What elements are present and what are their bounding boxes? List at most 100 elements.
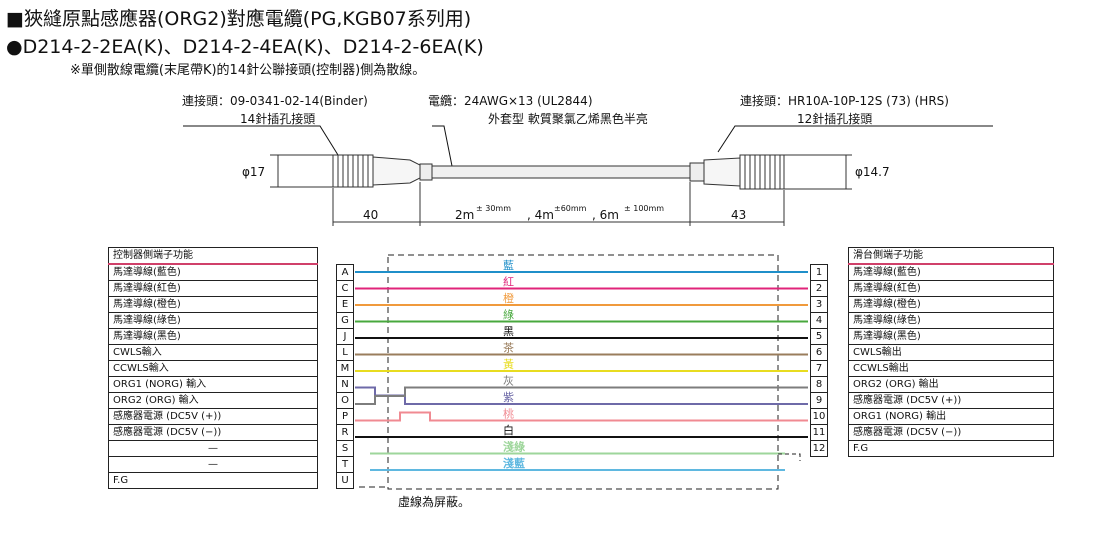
pin-label: R bbox=[336, 424, 354, 441]
dim-len-2m: 2m bbox=[455, 208, 475, 222]
leader-right bbox=[717, 125, 993, 153]
wire-color-label: 黃 bbox=[503, 358, 514, 371]
right-row: 馬達導線(橙色) bbox=[848, 296, 1054, 313]
right-table-header: 滑台側端子功能 bbox=[848, 247, 1054, 265]
wire-color-label: 白 bbox=[503, 423, 514, 437]
right-row: 感應器電源 (DC5V (+)) bbox=[848, 392, 1054, 409]
left-row: — bbox=[108, 440, 318, 457]
pin-label: E bbox=[336, 296, 354, 313]
pin-label: L bbox=[336, 344, 354, 361]
left-row: 馬達導線(橙色) bbox=[108, 296, 318, 313]
wire-color-label: 淺藍 bbox=[503, 456, 525, 470]
pin-label: 12 bbox=[810, 440, 828, 457]
right-pin-table: 1 2 3 4 5 6 7 8 9 10 11 12 bbox=[810, 264, 828, 457]
wire-color-label: 綠 bbox=[503, 309, 514, 322]
dim-tol-6m: ± 100mm bbox=[624, 204, 665, 213]
pin-label: J bbox=[336, 328, 354, 345]
pin-label: 2 bbox=[810, 280, 828, 297]
pin-label: O bbox=[336, 392, 354, 409]
left-row: 馬達導線(藍色) bbox=[108, 263, 318, 281]
right-row: 感應器電源 (DC5V (−)) bbox=[848, 424, 1054, 441]
connector-left-label: 連接頭：09-0341-02-14(Binder) bbox=[182, 94, 368, 108]
right-row: 馬達導線(黑色) bbox=[848, 328, 1054, 345]
wire-7 bbox=[355, 386, 808, 405]
pin-label: 5 bbox=[810, 328, 828, 345]
dim-tol-4m: ±60mm bbox=[554, 204, 587, 213]
left-row: 馬達導線(綠色) bbox=[108, 312, 318, 329]
wire-color-label: 紫 bbox=[503, 391, 514, 404]
pin-label: 7 bbox=[810, 360, 828, 377]
right-row: ORG2 (ORG) 輸出 bbox=[848, 376, 1054, 393]
pin-label: 6 bbox=[810, 344, 828, 361]
pin-label: U bbox=[336, 472, 354, 489]
pin-label: 1 bbox=[810, 264, 828, 281]
pin-label: P bbox=[336, 408, 354, 425]
wire-8 bbox=[355, 386, 808, 405]
left-row: CWLS輸入 bbox=[108, 344, 318, 361]
left-row: ORG1 (NORG) 輸入 bbox=[108, 376, 318, 393]
right-row: CWLS輸出 bbox=[848, 344, 1054, 361]
right-row: 馬達導線(藍色) bbox=[848, 263, 1054, 281]
left-row: — bbox=[108, 456, 318, 473]
wire-color-label: 橙 bbox=[503, 291, 514, 305]
left-row: 感應器電源 (DC5V (−)) bbox=[108, 424, 318, 441]
pin-label: M bbox=[336, 360, 354, 377]
right-connector-icon bbox=[689, 154, 785, 190]
pin-label: 3 bbox=[810, 296, 828, 313]
left-table-header: 控制器側端子功能 bbox=[108, 247, 318, 265]
cable-label: 電纜：24AWG×13 (UL2844) bbox=[428, 94, 593, 108]
right-row: CCWLS輸出 bbox=[848, 360, 1054, 377]
wire-color-label: 淺綠 bbox=[503, 440, 526, 454]
left-function-table: 控制器側端子功能 馬達導線(藍色) 馬達導線(紅色) 馬達導線(橙色) 馬達導線… bbox=[108, 247, 318, 489]
left-pin-table: A C E G J L M N O P R S T U bbox=[336, 264, 354, 489]
dim-len-4m: , 4m bbox=[527, 208, 554, 222]
dim-tol-2m: ± 30mm bbox=[476, 204, 512, 213]
leader-cable bbox=[432, 125, 453, 167]
dim-phi-left: φ17 bbox=[242, 165, 266, 179]
left-row: F.G bbox=[108, 472, 318, 489]
left-row: 馬達導線(黑色) bbox=[108, 328, 318, 345]
right-row: ORG1 (NORG) 輸出 bbox=[848, 408, 1054, 425]
pin-label: 4 bbox=[810, 312, 828, 329]
left-row: CCWLS輸入 bbox=[108, 360, 318, 377]
right-row: F.G bbox=[848, 440, 1054, 457]
left-row: ORG2 (ORG) 輸入 bbox=[108, 392, 318, 409]
left-connector-icon bbox=[332, 154, 433, 188]
connector-right-label: 連接頭：HR10A-10P-12S (73) (HRS) bbox=[740, 94, 949, 108]
wire-color-label: 桃 bbox=[503, 407, 514, 421]
pin-label: 11 bbox=[810, 424, 828, 441]
shield-note: 虛線為屏蔽。 bbox=[398, 495, 471, 509]
wire-color-label: 紅 bbox=[503, 276, 514, 289]
pin-label: 9 bbox=[810, 392, 828, 409]
dim-len-left: 40 bbox=[363, 208, 379, 222]
pin-label: A bbox=[336, 264, 354, 281]
pin-label: 10 bbox=[810, 408, 828, 425]
pin-label: C bbox=[336, 280, 354, 297]
pin-label: G bbox=[336, 312, 354, 329]
cable-body bbox=[431, 165, 691, 179]
pin-label: 8 bbox=[810, 376, 828, 393]
wire-color-label: 茶 bbox=[503, 342, 514, 355]
pin-label: T bbox=[336, 456, 354, 473]
connector-left-sub: 14針插孔接頭 bbox=[240, 112, 316, 126]
wire-9 bbox=[355, 411, 808, 422]
page-title: ■狹縫原點感應器(ORG2)對應電纜(PG,KGB07系列用) bbox=[6, 8, 472, 30]
left-row: 感應器電源 (DC5V (+)) bbox=[108, 408, 318, 425]
connector-right-sub: 12針插孔接頭 bbox=[797, 112, 873, 126]
model-list: ●D214-2-2EA(K)、D214-2-4EA(K)、D214-2-6EA(… bbox=[6, 36, 484, 58]
leader-left bbox=[183, 125, 339, 156]
pin-label: S bbox=[336, 440, 354, 457]
wire-color-label: 藍 bbox=[503, 259, 514, 272]
note-text: ※單側散線電纜(末尾帶K)的14針公聯接頭(控制器)側為散線。 bbox=[70, 63, 426, 78]
right-row: 馬達導線(紅色) bbox=[848, 280, 1054, 297]
right-function-table: 滑台側端子功能 馬達導線(藍色) 馬達導線(紅色) 馬達導線(橙色) 馬達導線(… bbox=[848, 247, 1054, 457]
wire-color-label: 黑 bbox=[503, 325, 514, 338]
dim-len-6m: , 6m bbox=[592, 208, 619, 222]
dim-phi-right: φ14.7 bbox=[855, 165, 890, 179]
cable-sub: 外套型 軟質聚氯乙烯黑色半亮 bbox=[488, 112, 648, 126]
dim-len-right: 43 bbox=[731, 208, 747, 222]
pin-label: N bbox=[336, 376, 354, 393]
wire-color-label: 灰 bbox=[503, 374, 514, 388]
right-row: 馬達導線(綠色) bbox=[848, 312, 1054, 329]
left-row: 馬達導線(紅色) bbox=[108, 280, 318, 297]
